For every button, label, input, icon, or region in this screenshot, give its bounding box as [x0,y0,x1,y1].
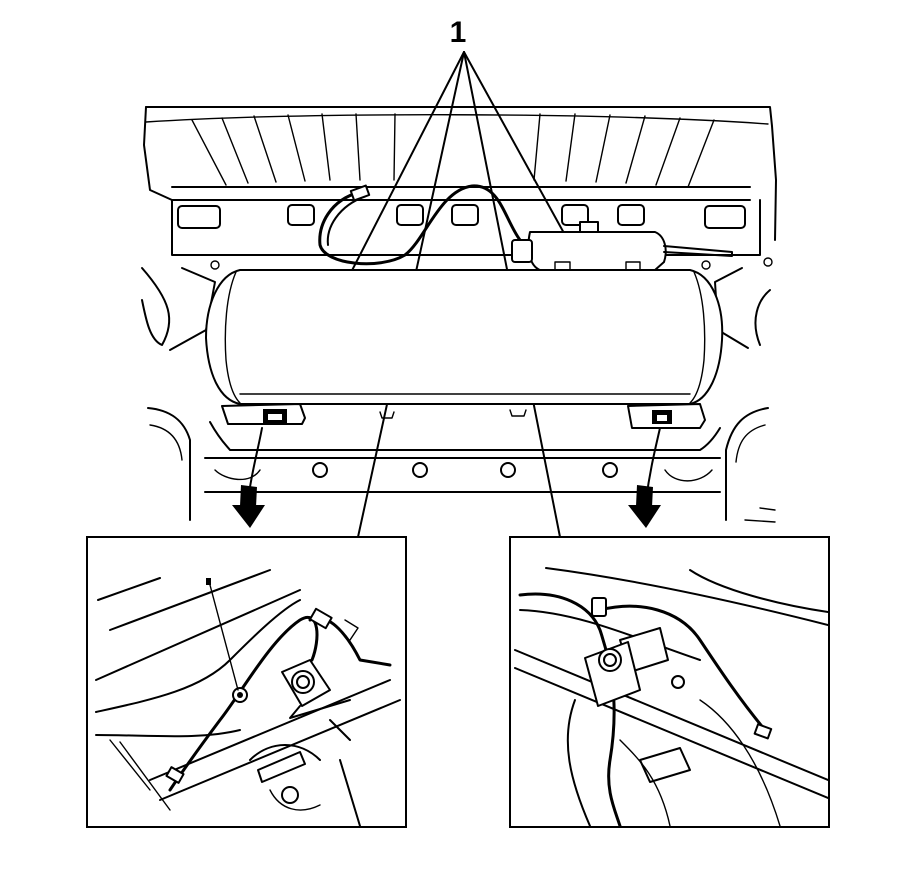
right-tank-bracket [627,403,706,429]
left-mount-detail-panel [86,536,407,828]
rear-cross-member [204,409,721,493]
air-tank [205,269,724,405]
right-detail-arrow [628,427,661,528]
air-hose [318,184,522,266]
left-tank-bracket [221,403,306,425]
callout-number-1: 1 [450,16,467,49]
vehicle-underbody [141,106,777,523]
left-detail-arrow [232,427,265,528]
right-mount-detail-panel [509,536,830,828]
compressor-unit [511,221,733,271]
